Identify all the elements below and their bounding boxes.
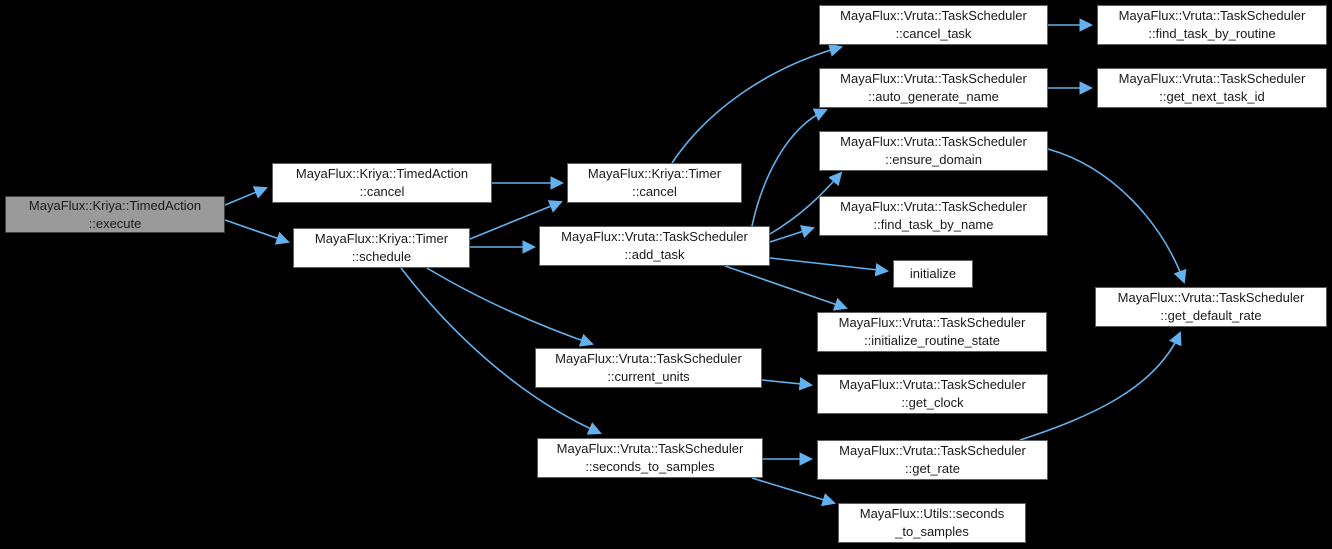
edge-add-task-to-initialize-routine-state bbox=[724, 265, 848, 311]
node-initialize[interactable]: initialize bbox=[893, 260, 973, 288]
node-auto-generate-name[interactable]: MayaFlux::Vruta::TaskScheduler ::auto_ge… bbox=[819, 68, 1048, 108]
node-get-rate[interactable]: MayaFlux::Vruta::TaskScheduler ::get_rat… bbox=[817, 440, 1048, 480]
node-seconds-to-samples[interactable]: MayaFlux::Vruta::TaskScheduler ::seconds… bbox=[537, 438, 763, 478]
edge-execute-to-timedaction-cancel bbox=[224, 186, 268, 206]
edge-execute-to-timer-schedule bbox=[224, 219, 290, 245]
edge-add-task-to-find-task-by-name bbox=[769, 225, 815, 243]
node-timer-cancel[interactable]: MayaFlux::Kriya::Timer ::cancel bbox=[567, 163, 742, 203]
node-find-task-by-name[interactable]: MayaFlux::Vruta::TaskScheduler ::find_ta… bbox=[819, 196, 1048, 236]
node-get-next-task-id[interactable]: MayaFlux::Vruta::TaskScheduler ::get_nex… bbox=[1097, 68, 1327, 108]
node-initialize-routine-state[interactable]: MayaFlux::Vruta::TaskScheduler ::initial… bbox=[817, 312, 1047, 352]
node-utils-seconds-to-samples[interactable]: MayaFlux::Utils::seconds _to_samples bbox=[838, 503, 1026, 543]
node-timedaction-cancel[interactable]: MayaFlux::Kriya::TimedAction ::cancel bbox=[272, 163, 492, 203]
node-find-task-by-routine[interactable]: MayaFlux::Vruta::TaskScheduler ::find_ta… bbox=[1097, 5, 1327, 45]
edge-add-task-to-auto-generate-name bbox=[751, 108, 828, 227]
edge-timer-schedule-to-seconds-to-samples bbox=[400, 267, 602, 435]
edge-timer-cancel-to-cancel-task bbox=[671, 43, 843, 164]
node-current-units[interactable]: MayaFlux::Vruta::TaskScheduler ::current… bbox=[535, 348, 762, 388]
edge-add-task-to-initialize bbox=[769, 257, 890, 277]
node-timer-schedule[interactable]: MayaFlux::Kriya::Timer ::schedule bbox=[293, 228, 470, 268]
edge-timer-schedule-to-current-units bbox=[426, 267, 594, 347]
edge-seconds-to-samples-to-utils-seconds-to-samples bbox=[751, 477, 836, 507]
edge-current-units-to-get-clock bbox=[761, 377, 814, 391]
node-get-default-rate[interactable]: MayaFlux::Vruta::TaskScheduler ::get_def… bbox=[1095, 287, 1327, 327]
node-get-clock[interactable]: MayaFlux::Vruta::TaskScheduler ::get_clo… bbox=[817, 374, 1048, 414]
edge-ensure-domain-to-get-default-rate bbox=[1047, 148, 1187, 284]
edge-timer-schedule-to-timer-cancel bbox=[469, 200, 563, 240]
edge-get-rate-to-get-default-rate bbox=[1019, 331, 1182, 441]
node-execute[interactable]: MayaFlux::Kriya::TimedAction ::execute bbox=[5, 196, 225, 233]
edge-add-task-to-ensure-domain bbox=[769, 171, 843, 235]
node-cancel-task[interactable]: MayaFlux::Vruta::TaskScheduler ::cancel_… bbox=[819, 5, 1048, 45]
node-ensure-domain[interactable]: MayaFlux::Vruta::TaskScheduler ::ensure_… bbox=[819, 131, 1048, 171]
node-add-task[interactable]: MayaFlux::Vruta::TaskScheduler ::add_tas… bbox=[539, 226, 770, 266]
